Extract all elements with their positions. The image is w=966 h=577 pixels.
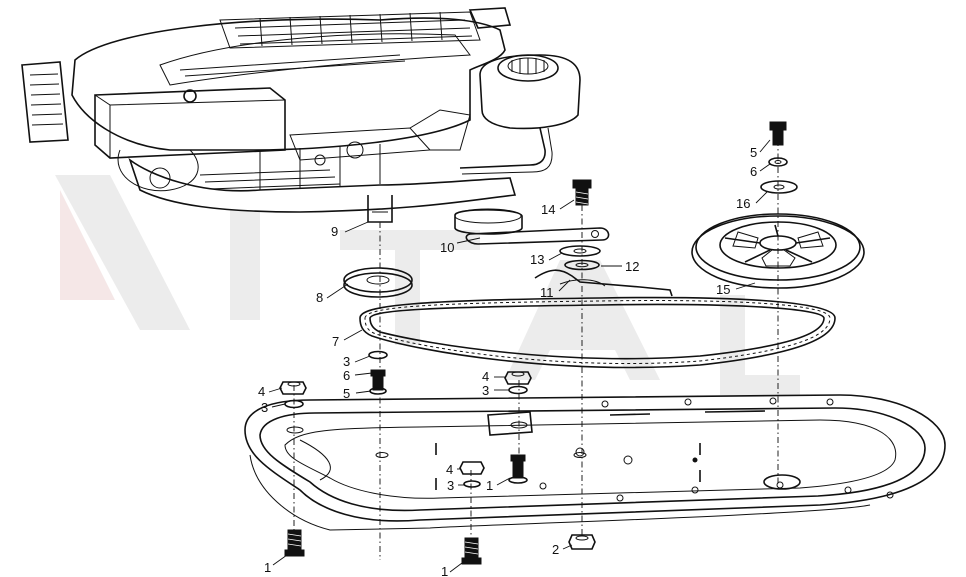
callout-4c: 4 (446, 462, 453, 477)
lower-bolts (284, 529, 596, 565)
callout-labels: 9 10 8 7 3 6 5 4 3 4 3 4 3 1 1 1 2 14 13… (258, 145, 757, 577)
callout-6a: 6 (343, 368, 350, 383)
callout-3b: 3 (261, 400, 268, 415)
callout-14: 14 (541, 202, 555, 217)
engine-pulley (343, 267, 413, 298)
drive-belt (359, 296, 836, 369)
idler-bracket (454, 208, 610, 245)
leader-lines (268, 139, 771, 573)
callout-10: 10 (440, 240, 454, 255)
callout-5a: 5 (343, 386, 350, 401)
callout-3c: 3 (482, 383, 489, 398)
inner-fasteners (459, 454, 528, 488)
callout-3d: 3 (447, 478, 454, 493)
shroud-grille (179, 11, 481, 77)
callout-16: 16 (736, 196, 750, 211)
callout-12: 12 (625, 259, 639, 274)
engine-pulley-fasteners (368, 350, 388, 395)
callout-3a: 3 (343, 354, 350, 369)
callout-4b: 4 (482, 369, 489, 384)
pulley-fasteners (760, 121, 798, 194)
callout-2: 2 (552, 542, 559, 557)
watermark-logo (55, 175, 800, 395)
callout-4a: 4 (258, 384, 265, 399)
bolt-14 (572, 179, 592, 206)
idler-spacer-parts (534, 245, 673, 297)
callout-11: 11 (540, 285, 554, 300)
callout-15: 15 (716, 282, 730, 297)
callout-6b: 6 (750, 164, 757, 179)
callout-8: 8 (316, 290, 323, 305)
callout-13: 13 (530, 252, 544, 267)
callout-1a: 1 (486, 478, 493, 493)
callout-9: 9 (331, 224, 338, 239)
engine-assembly (21, 7, 581, 223)
callout-1c: 1 (441, 564, 448, 577)
callout-1b: 1 (264, 560, 271, 575)
belt-cover-pan (244, 394, 946, 531)
callout-5b: 5 (750, 145, 757, 160)
callout-7: 7 (332, 334, 339, 349)
drive-pulley (691, 213, 865, 289)
nut-washer-left (279, 381, 307, 409)
